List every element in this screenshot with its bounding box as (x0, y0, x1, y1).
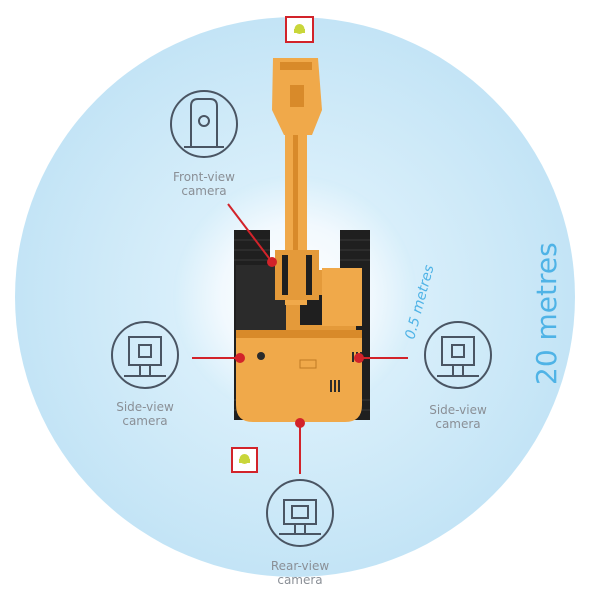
right-camera-label-line1: Side-view (429, 403, 487, 417)
right-camera-label-line2: camera (435, 417, 480, 431)
camera-connectors (192, 203, 408, 474)
rear-camera-icon (266, 479, 334, 547)
excavator (234, 58, 370, 422)
outer-zone-label: 20 metres (530, 242, 563, 385)
front-camera-label-line1: Front-view (173, 170, 235, 184)
side-camera-icon (424, 321, 492, 389)
counterweight (236, 330, 362, 422)
worker-marker-top (285, 16, 314, 43)
front-camera-label-line2: camera (181, 184, 226, 198)
side-camera-icon (111, 321, 179, 389)
left-camera-label-line2: camera (122, 414, 167, 428)
right-side-camera: Side-view camera (424, 321, 492, 431)
rear-camera-label-line2: camera (277, 573, 322, 587)
worker-marker-bottom (231, 447, 258, 473)
left-camera-label-line1: Side-view (116, 400, 174, 414)
rear-camera: Rear-view camera (266, 479, 334, 587)
front-camera: Front-view camera (170, 90, 238, 198)
left-side-camera: Side-view camera (111, 321, 179, 428)
rear-camera-label-line1: Rear-view (271, 559, 330, 573)
front-camera-icon (170, 90, 238, 158)
